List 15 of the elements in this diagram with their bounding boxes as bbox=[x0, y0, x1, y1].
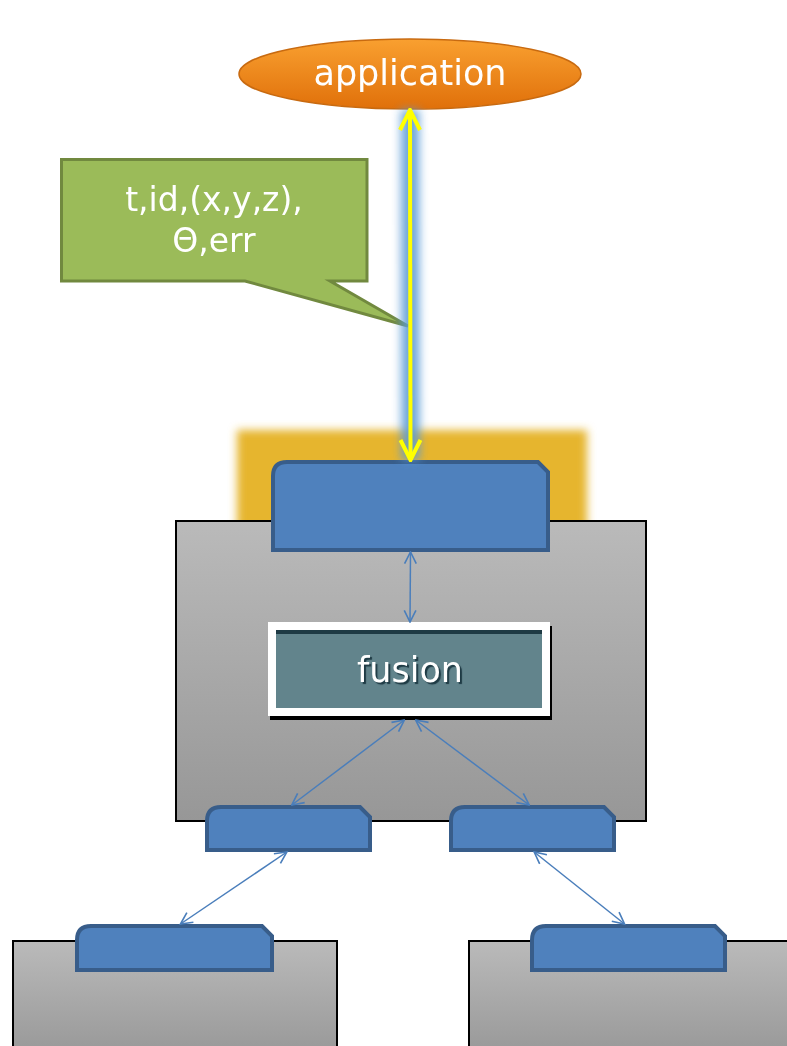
double-arrow bbox=[403, 551, 418, 623]
node-label: fusion bbox=[355, 649, 465, 693]
node-label: t,id,(x,y,z), Θ,err bbox=[124, 178, 304, 262]
node-label: application bbox=[312, 52, 508, 96]
ellipse-node bbox=[238, 38, 582, 110]
double-arrow bbox=[291, 719, 406, 806]
double-arrow bbox=[533, 851, 626, 925]
interface-box bbox=[449, 805, 616, 852]
interface-box bbox=[205, 805, 372, 852]
fusion-box bbox=[268, 622, 552, 720]
double-arrow bbox=[179, 851, 288, 925]
interface-box bbox=[530, 924, 727, 972]
interface-box bbox=[271, 460, 550, 552]
double-arrow bbox=[414, 719, 530, 806]
interface-box bbox=[75, 924, 274, 972]
